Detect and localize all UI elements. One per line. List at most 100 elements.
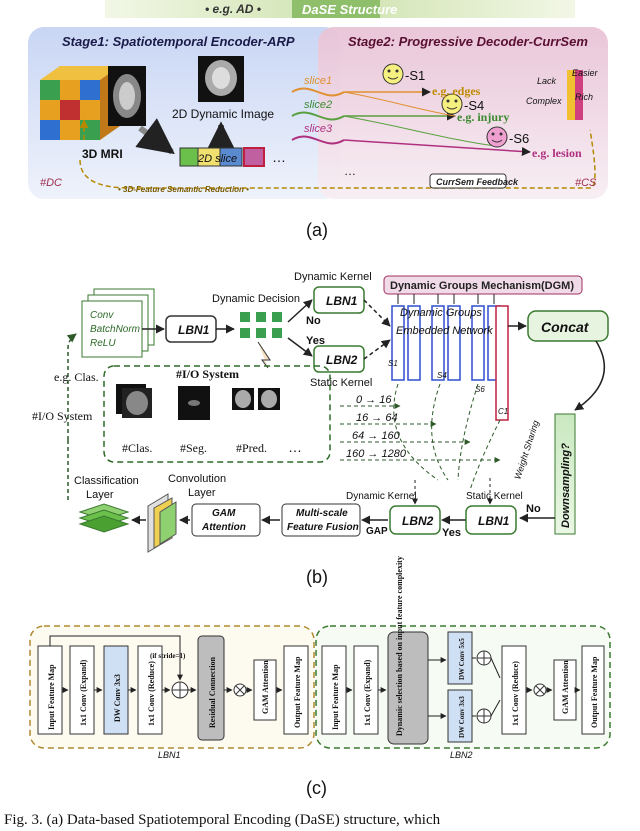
arrow-cross-2	[343, 115, 496, 147]
lbn1-output-label: Output Feature Map	[293, 656, 302, 728]
scale-bar-right	[575, 70, 583, 120]
downsampling-box	[554, 413, 576, 535]
slice-square-3	[219, 147, 243, 167]
lbn2-dw5-box	[447, 631, 473, 685]
cs-tag: #CS	[575, 177, 597, 189]
lbn1-dynamic-label: LBN1	[326, 294, 358, 308]
arrow-cross-1	[343, 91, 456, 117]
lbn2-reduce-box	[501, 645, 527, 735]
slice1-label: slice1	[304, 75, 332, 87]
io-dashed-up	[66, 333, 77, 440]
dc-tag: #DC	[40, 177, 62, 189]
top-title-highlight	[292, 0, 380, 18]
msff-label-1: Multi-scale	[296, 508, 348, 519]
lbn1-gam-label: GAM Attention	[261, 660, 270, 714]
stage-s4: -S4	[464, 98, 484, 113]
lbn2-gam-label: GAM Attention	[561, 660, 570, 714]
concat-label: Concat	[541, 319, 590, 335]
mri-label: 3D MRI	[82, 147, 123, 161]
lbn2-name: LBN2	[450, 750, 473, 760]
currsem-feedback-box	[429, 173, 507, 189]
lack-label: Lack	[537, 76, 557, 86]
panel-b-label: (b)	[306, 567, 328, 587]
weight-sharing-label: Weight Sharing	[512, 419, 540, 480]
io-system-box	[103, 365, 331, 463]
dgm-label: Dynamic Groups Mechanism(DGM)	[390, 280, 574, 292]
convolution-layer-icon	[147, 493, 177, 553]
lbn2-expand-box	[353, 645, 379, 735]
dgen-columns	[391, 294, 509, 421]
dgm-box	[383, 275, 583, 295]
lbn2-expand-label: 1x1 Conv (Expand)	[363, 659, 372, 726]
yes-label-top: Yes	[306, 335, 325, 347]
convolution-layer-2: Layer	[188, 487, 216, 499]
arrow-dyn-dgen	[363, 299, 391, 327]
smiley-s1-icon	[382, 63, 404, 85]
classification-layer-1: Classification	[74, 475, 139, 487]
panel-c-label: (c)	[306, 778, 327, 798]
arrow-s6	[343, 139, 531, 156]
s1-label: S1	[388, 359, 398, 368]
mri-cube-icon	[40, 66, 146, 140]
dynamic-kernel-bottom: Dynamic Kernel	[346, 491, 417, 502]
rich-label: Rich	[575, 92, 593, 102]
range-arrows	[340, 383, 501, 491]
lbn1-residual-label: Residual Connection	[208, 657, 217, 728]
lbn2-input-label: Input Feature Map	[331, 664, 340, 730]
smiley-s6-icon	[486, 126, 508, 148]
lbn1-output-box	[283, 645, 309, 735]
relu-label: ReLU	[90, 338, 116, 349]
range-3: 64 → 160	[352, 430, 401, 442]
panel-c: Input Feature Map 1x1 Conv (Expand) DW C…	[29, 556, 611, 798]
lbn2-dw3-label: DW Conv 3x3	[458, 696, 466, 738]
no-label-bottom: No	[526, 503, 541, 515]
stage1-title: Stage1: Spatiotemporal Encoder-ARP	[62, 34, 295, 49]
stage2-ellipsis: …	[344, 164, 356, 178]
panel-a: • e.g. AD • DaSE Structure Stage1: Spati…	[28, 0, 608, 240]
scale-bar-left	[567, 70, 575, 120]
s4-label: S4	[437, 371, 447, 380]
feature-reduction: • 3D-Feature Semantic Reduction •	[118, 185, 249, 194]
lbn2-bottom-label: LBN2	[402, 514, 434, 528]
lbn2-output-label: Output Feature Map	[590, 656, 599, 728]
clas-label: #Clas.	[122, 441, 152, 455]
io-side-label: #I/O System	[32, 409, 93, 423]
lbn2-output-box	[581, 645, 605, 735]
lbn2-dynamic-label: Dynamic selection based on input feature…	[395, 556, 404, 736]
io-images	[116, 384, 280, 420]
top-title: DaSE Structure	[302, 2, 397, 17]
lbn2-dynamic-box	[387, 631, 429, 745]
decision-grid-icon	[240, 312, 282, 369]
pred-label: #Pred.	[236, 441, 267, 455]
dynamic-decision-label: Dynamic Decision	[212, 293, 300, 305]
range-2: 16 → 64	[356, 412, 398, 424]
currsem-feedback: CurrSem Feedback	[436, 177, 519, 187]
lbn2-merge-lines	[490, 657, 501, 717]
s6-label: S6	[475, 385, 485, 394]
figure-caption: Fig. 3. (a) Data-based Spatiotemporal En…	[4, 812, 441, 828]
lbn1-expand-label: 1x1 Conv (Expand)	[79, 659, 88, 726]
stage2-title: Stage2: Progressive Decoder-CurrSem	[348, 34, 588, 49]
dgen-text-1: Dynamic Groups	[400, 307, 482, 319]
arrow-concat-down	[574, 340, 605, 411]
conv-label: Conv	[90, 310, 114, 321]
convolution-layer-1: Convolution	[168, 473, 226, 485]
slice-2d-label: 2D slice	[197, 153, 237, 165]
range-4: 160 → 1280	[346, 448, 407, 460]
slice-ellipsis: …	[272, 149, 286, 165]
slice-curves	[291, 87, 345, 145]
classification-layer-2: Layer	[86, 489, 114, 501]
slice-square-4	[243, 147, 265, 167]
dynamic-image-label: 2D Dynamic Image	[172, 107, 274, 121]
classification-layer-icon	[78, 503, 130, 533]
smiley-s4-icon	[441, 93, 463, 115]
arrow-yes	[287, 337, 313, 357]
lbn1-bottom-label: LBN1	[478, 514, 510, 528]
lbn1-residual-box	[197, 635, 225, 741]
slice3-label: slice3	[304, 123, 333, 135]
complex-label: Complex	[526, 96, 562, 106]
gap-label: GAP	[366, 526, 388, 537]
lbn1-reduce-label: 1x1 Conv (Reduce)	[147, 661, 156, 726]
gam-box	[191, 503, 261, 537]
